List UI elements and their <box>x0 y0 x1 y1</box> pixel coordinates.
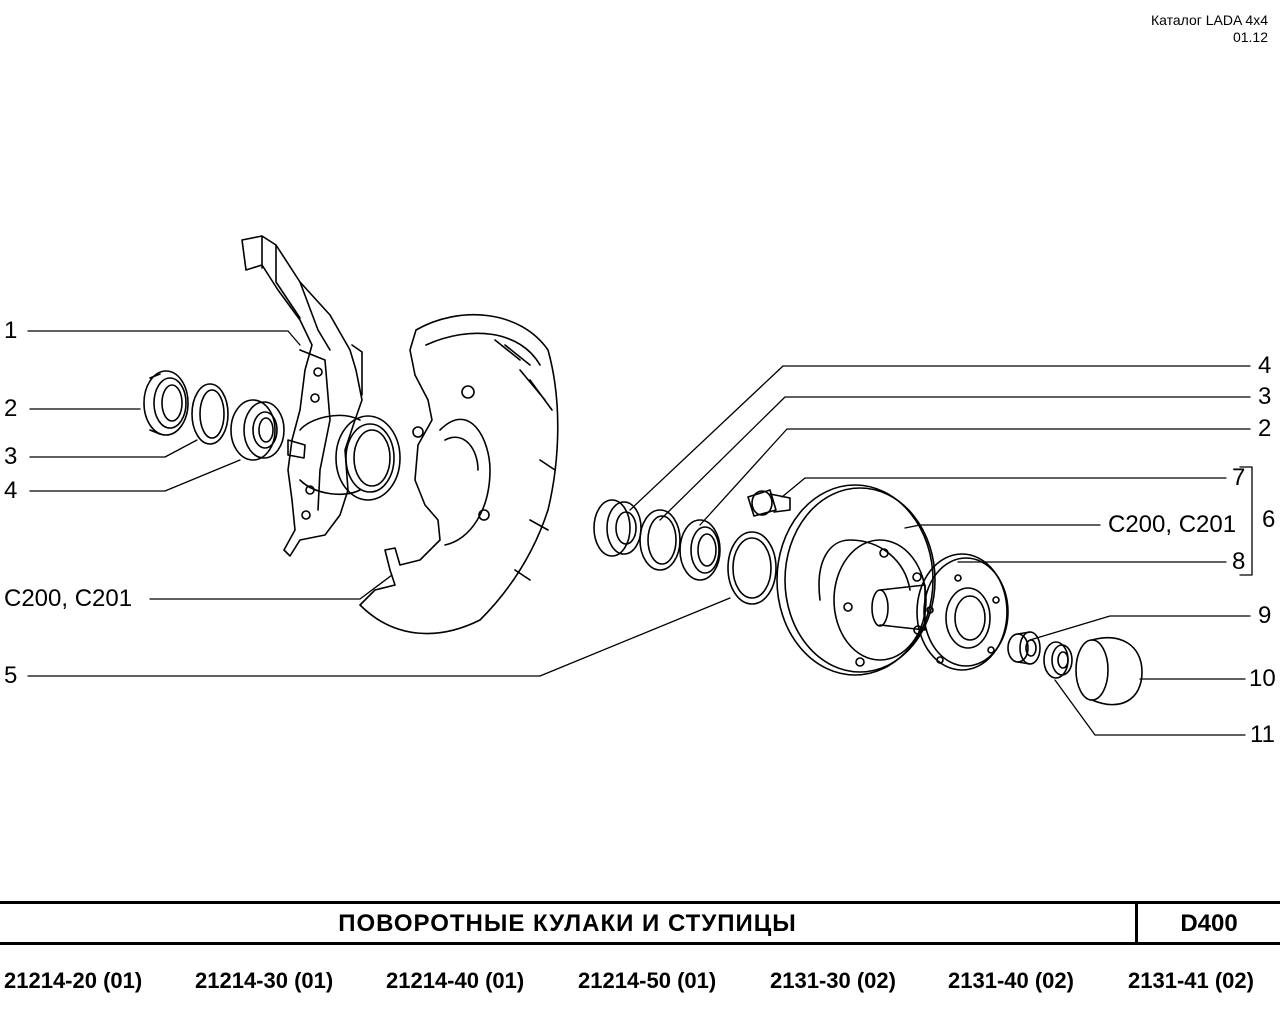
catalog-name: Каталог LADA 4x4 <box>1150 12 1268 28</box>
callout-left-2: 2 <box>4 395 18 422</box>
model-item: 2131-41 (02) <box>1128 968 1254 993</box>
right-oil-seal <box>679 519 721 581</box>
brake-disc <box>776 484 936 676</box>
callout-left-5: 5 <box>4 662 18 689</box>
callout-left-4: 4 <box>4 477 18 504</box>
brake-shield <box>359 313 559 635</box>
model-item: 2131-30 (02) <box>770 968 896 993</box>
hub-bush <box>1007 631 1041 665</box>
page-title: ПОВОРОТНЫЕ КУЛАКИ И СТУПИЦЫ <box>338 910 797 937</box>
callout-right-6: 6 <box>1262 506 1276 533</box>
hub-cap <box>1075 636 1143 706</box>
section-code: D400 <box>1180 910 1238 937</box>
callout-left-3: 3 <box>4 443 18 470</box>
wheel-hub <box>871 553 1009 671</box>
hub-nut <box>1043 641 1073 679</box>
callout-right-7: 7 <box>1232 464 1246 491</box>
model-item: 21214-30 (01) <box>195 968 334 993</box>
model-item: 2131-40 (02) <box>948 968 1074 993</box>
callout-right-9: 9 <box>1258 602 1272 629</box>
callout-right-3: 3 <box>1258 383 1272 410</box>
left-bearing <box>230 399 285 461</box>
callout-right-10: 10 <box>1249 665 1276 692</box>
right-bearing <box>593 499 642 557</box>
model-item: 21214-20 (01) <box>4 968 143 993</box>
catalog-date: 01.12 <box>1232 29 1268 45</box>
steering-knuckle <box>241 235 401 557</box>
right-ring <box>639 509 681 571</box>
model-list: 21214-20 (01) 21214-30 (01) 21214-40 (01… <box>0 968 1280 1002</box>
title-divider <box>1135 904 1138 942</box>
left-ring <box>191 383 229 445</box>
washer <box>727 531 777 605</box>
callout-right-2: 2 <box>1258 415 1272 442</box>
left-oil-seal <box>143 370 189 436</box>
leader-lines-left <box>27 330 731 677</box>
leader-lines-right <box>629 365 1253 736</box>
callout-right-11: 11 <box>1250 721 1275 748</box>
callout-right-c200: C200, C201 <box>1108 511 1237 538</box>
callout-left-c200: C200, C201 <box>4 585 133 612</box>
model-item: 21214-50 (01) <box>578 968 717 993</box>
callout-right-8: 8 <box>1232 548 1246 575</box>
model-item: 21214-40 (01) <box>386 968 525 993</box>
callout-right-4: 4 <box>1258 352 1272 379</box>
title-bar: ПОВОРОТНЫЕ КУЛАКИ И СТУПИЦЫ D400 <box>0 901 1280 945</box>
wheel-bolt <box>747 489 791 517</box>
callout-left-1: 1 <box>4 317 18 344</box>
catalog-header: Каталог LADA 4x4 01.12 <box>1151 12 1268 46</box>
